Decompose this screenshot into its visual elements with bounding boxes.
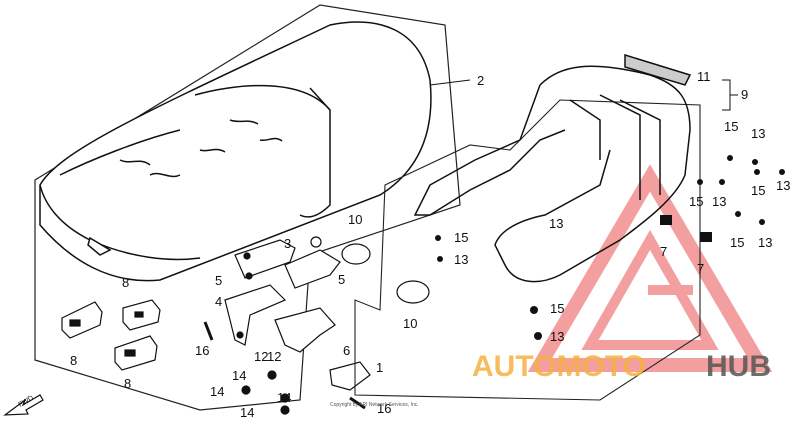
callout-15e: 15 <box>689 194 703 209</box>
callout-10a: 10 <box>348 212 362 227</box>
watermark-text: AUTOMOTO HUB <box>472 350 771 383</box>
callout-7a: 7 <box>660 244 667 259</box>
callout-13e: 13 <box>712 194 726 209</box>
forward-arrow: FWD <box>3 394 44 416</box>
leader-9 <box>722 79 738 111</box>
callout-13c: 13 <box>751 126 765 141</box>
callout-8b: 8 <box>70 353 77 368</box>
callout-11: 11 <box>697 69 711 84</box>
rear-cowl <box>413 53 692 283</box>
callout-5a: 5 <box>215 273 222 288</box>
cushion-pads <box>61 299 161 371</box>
callout-13d: 13 <box>776 178 790 193</box>
callout-12: 12 <box>254 349 268 364</box>
copyright-text: Copyright by ARI Network Services, Inc. <box>330 402 419 408</box>
callout-labels: 1 2 3 4 5 5 6 7 7 8 8 8 9 10 10 11 12 13… <box>70 69 790 420</box>
callout-15c: 15 <box>724 119 738 134</box>
callout-3: 3 <box>284 236 291 251</box>
watermark-part1: AUTOMOTO <box>472 350 646 383</box>
callout-10b: 10 <box>403 316 417 331</box>
callout-13a: 13 <box>454 252 468 267</box>
bracket-parts <box>203 236 430 415</box>
cowl-group-outline <box>354 99 701 401</box>
callout-14b: 14 <box>210 384 224 399</box>
leader-2 <box>429 79 471 86</box>
callout-14c: 14 <box>277 390 291 405</box>
callout-9: 9 <box>741 87 748 102</box>
callout-15a: 15 <box>454 230 468 245</box>
fasteners-right <box>435 155 785 340</box>
callout-16a: 16 <box>195 343 209 358</box>
callout-1: 1 <box>376 360 383 375</box>
callout-13g: 13 <box>549 216 563 231</box>
callout-6: 6 <box>343 343 350 358</box>
seat-assembly <box>39 21 432 282</box>
callout-13f: 13 <box>758 235 772 250</box>
callout-15d: 15 <box>751 183 765 198</box>
callout-14a: 14 <box>232 368 246 383</box>
callout-13b: 13 <box>550 329 564 344</box>
callout-16b: 16 <box>377 401 391 416</box>
watermark-part2: HUB <box>706 350 771 383</box>
callout-14d: 14 <box>240 405 254 420</box>
callout-15f: 15 <box>730 235 744 250</box>
callout-12-extra: 12 <box>267 349 281 364</box>
callout-2: 2 <box>477 73 484 88</box>
callout-8c: 8 <box>124 376 131 391</box>
callout-7b: 7 <box>697 261 704 276</box>
callout-8a: 8 <box>122 275 129 290</box>
callout-15b: 15 <box>550 301 564 316</box>
watermark-logo <box>527 164 773 372</box>
callout-4: 4 <box>215 294 222 309</box>
callout-5b: 5 <box>338 272 345 287</box>
